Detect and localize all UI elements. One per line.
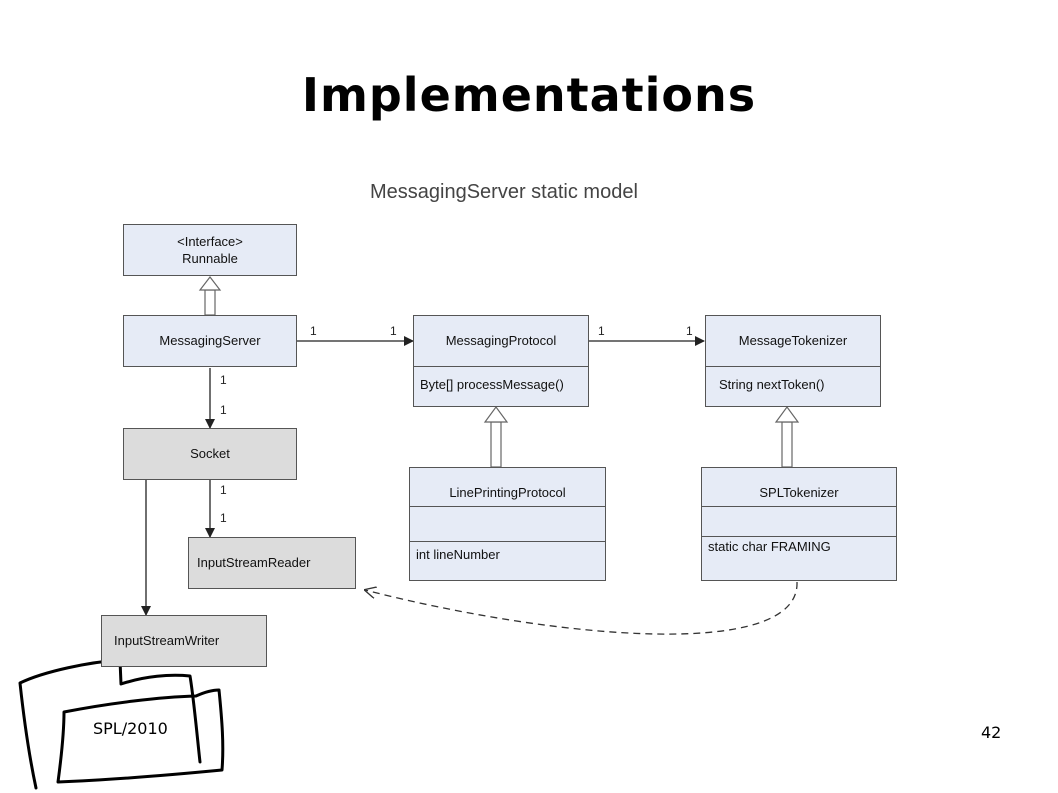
messaging-server-box: MessagingServer — [123, 315, 297, 367]
message-tokenizer-method: String nextToken() — [719, 377, 825, 392]
input-stream-reader-box: InputStreamReader — [188, 537, 356, 589]
spl-tokenizer-attribute: static char FRAMING — [708, 539, 831, 554]
multiplicity-server-protocol-src: 1 — [310, 324, 317, 338]
generalization-server-runnable — [198, 276, 222, 316]
spl-tokenizer-name: SPLTokenizer — [759, 485, 839, 500]
multiplicity-server-socket-dst: 1 — [220, 403, 227, 417]
multiplicity-server-protocol-dst: 1 — [390, 324, 397, 338]
multiplicity-protocol-tokenizer-dst: 1 — [686, 324, 693, 338]
slide-title: Implementations — [301, 68, 757, 122]
message-tokenizer-box: MessageTokenizer String nextToken() — [705, 315, 881, 407]
input-stream-writer-name: InputStreamWriter — [114, 633, 220, 648]
multiplicity-socket-reader-src: 1 — [220, 483, 227, 497]
line-printing-protocol-box: LinePrintingProtocol int lineNumber — [409, 467, 606, 581]
diagram-title: MessagingServer static model — [370, 181, 638, 203]
messaging-protocol-name: MessagingProtocol — [445, 333, 557, 348]
multiplicity-server-socket-src: 1 — [220, 373, 227, 387]
runnable-interface-box: <Interface> Runnable — [123, 224, 297, 276]
messaging-protocol-methods-section: Byte[] processMessage() — [414, 366, 588, 406]
input-stream-reader-name: InputStreamReader — [197, 555, 311, 570]
messaging-protocol-box: MessagingProtocol Byte[] processMessage(… — [413, 315, 589, 407]
generalization-lineprinting-protocol — [483, 405, 509, 468]
message-tokenizer-methods-section: String nextToken() — [706, 366, 880, 406]
line-printing-protocol-attributes-section: int lineNumber — [410, 541, 605, 581]
dependency-spltokenizer-reader — [365, 581, 798, 635]
line-printing-protocol-empty-section — [410, 506, 605, 542]
socket-box: Socket — [123, 428, 297, 480]
input-stream-writer-box: InputStreamWriter — [101, 615, 267, 667]
socket-name: Socket — [190, 446, 230, 461]
page-number: 42 — [981, 723, 1002, 742]
spl-tokenizer-empty-section — [702, 506, 896, 537]
message-tokenizer-name: MessageTokenizer — [738, 333, 848, 348]
runnable-stereotype: <Interface> — [177, 234, 243, 249]
messaging-server-name: MessagingServer — [159, 333, 261, 348]
multiplicity-socket-reader-dst: 1 — [220, 511, 227, 525]
multiplicity-protocol-tokenizer-src: 1 — [598, 324, 605, 338]
runnable-name: Runnable — [182, 251, 238, 266]
spl-tokenizer-attributes-section: static char FRAMING — [702, 536, 896, 581]
messaging-protocol-method: Byte[] processMessage() — [420, 377, 564, 392]
line-printing-protocol-attribute: int lineNumber — [416, 547, 500, 562]
line-printing-protocol-name: LinePrintingProtocol — [449, 485, 566, 500]
spl-tokenizer-box: SPLTokenizer static char FRAMING — [701, 467, 897, 581]
footer-course-label: SPL/2010 — [93, 719, 168, 738]
generalization-spltokenizer-tokenizer — [774, 405, 800, 468]
